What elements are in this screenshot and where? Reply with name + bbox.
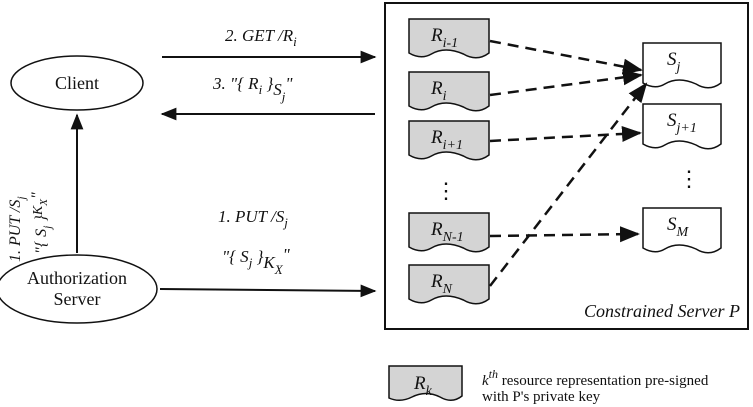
legend-text-1: kth resource representation pre-signed (482, 367, 709, 389)
put-arrow-horizontal (159, 284, 377, 298)
dashed-arrow-ri-1-sj (489, 39, 643, 75)
dashed-arrow-ri-sj (489, 69, 643, 97)
resource-ellipsis: ⋮ (435, 178, 457, 203)
resource-label-3: RN-1 (430, 219, 464, 245)
auth-server-label-1: Authorization (27, 268, 127, 288)
auth-server-label-2: Server (54, 289, 101, 309)
signed-label-1: Sj+1 (667, 110, 697, 136)
resource-doc-4 (408, 264, 490, 305)
resource-doc-1 (408, 71, 490, 112)
put-label-horizontal-1: 1. PUT /Sj (218, 207, 288, 230)
client-label: Client (55, 73, 99, 93)
signed-doc-2 (642, 207, 722, 254)
resource-doc-3 (408, 212, 490, 253)
put-label-horizontal-2: "{ Sj }KX" (222, 245, 291, 277)
constrained-server-label: Constrained Server P (584, 301, 740, 321)
get-label: 2. GET /Ri (225, 26, 297, 49)
client-node (10, 55, 144, 111)
legend-text-2: with P's private key (482, 389, 601, 405)
signed-doc-1 (642, 103, 722, 150)
resource-doc-0 (408, 18, 490, 59)
signed-doc-0 (642, 42, 722, 89)
signed-label-0: Sj (667, 49, 681, 75)
signed-label-2: SM (667, 214, 690, 240)
legend-resource-symbol (388, 365, 463, 401)
legend-resource-symbol-label: Rk (413, 373, 433, 399)
authorization-server-node (0, 254, 158, 324)
resource-label-4: RN (430, 271, 453, 297)
resource-label-1: Ri (430, 78, 447, 104)
signed-ellipsis: ⋮ (678, 166, 700, 191)
put-label-vertical: 1. PUT /Sj "{ Sj }KX" (7, 192, 54, 262)
reply-label: 3. "{ Ri }Sj" (212, 74, 293, 104)
dashed-arrow-ri+1-sj+1 (489, 125, 642, 143)
svg-text:"{ Sj }KX": "{ Sj }KX" (29, 192, 54, 254)
dashed-arrow-rn-sj (489, 82, 648, 287)
resource-label-2: Ri+1 (430, 127, 463, 153)
dashed-arrow-rn-1-sm (489, 226, 640, 243)
resource-doc-2 (408, 120, 490, 161)
resource-label-0: Ri-1 (430, 25, 458, 51)
svg-text:1. PUT /Sj: 1. PUT /Sj (7, 196, 28, 262)
